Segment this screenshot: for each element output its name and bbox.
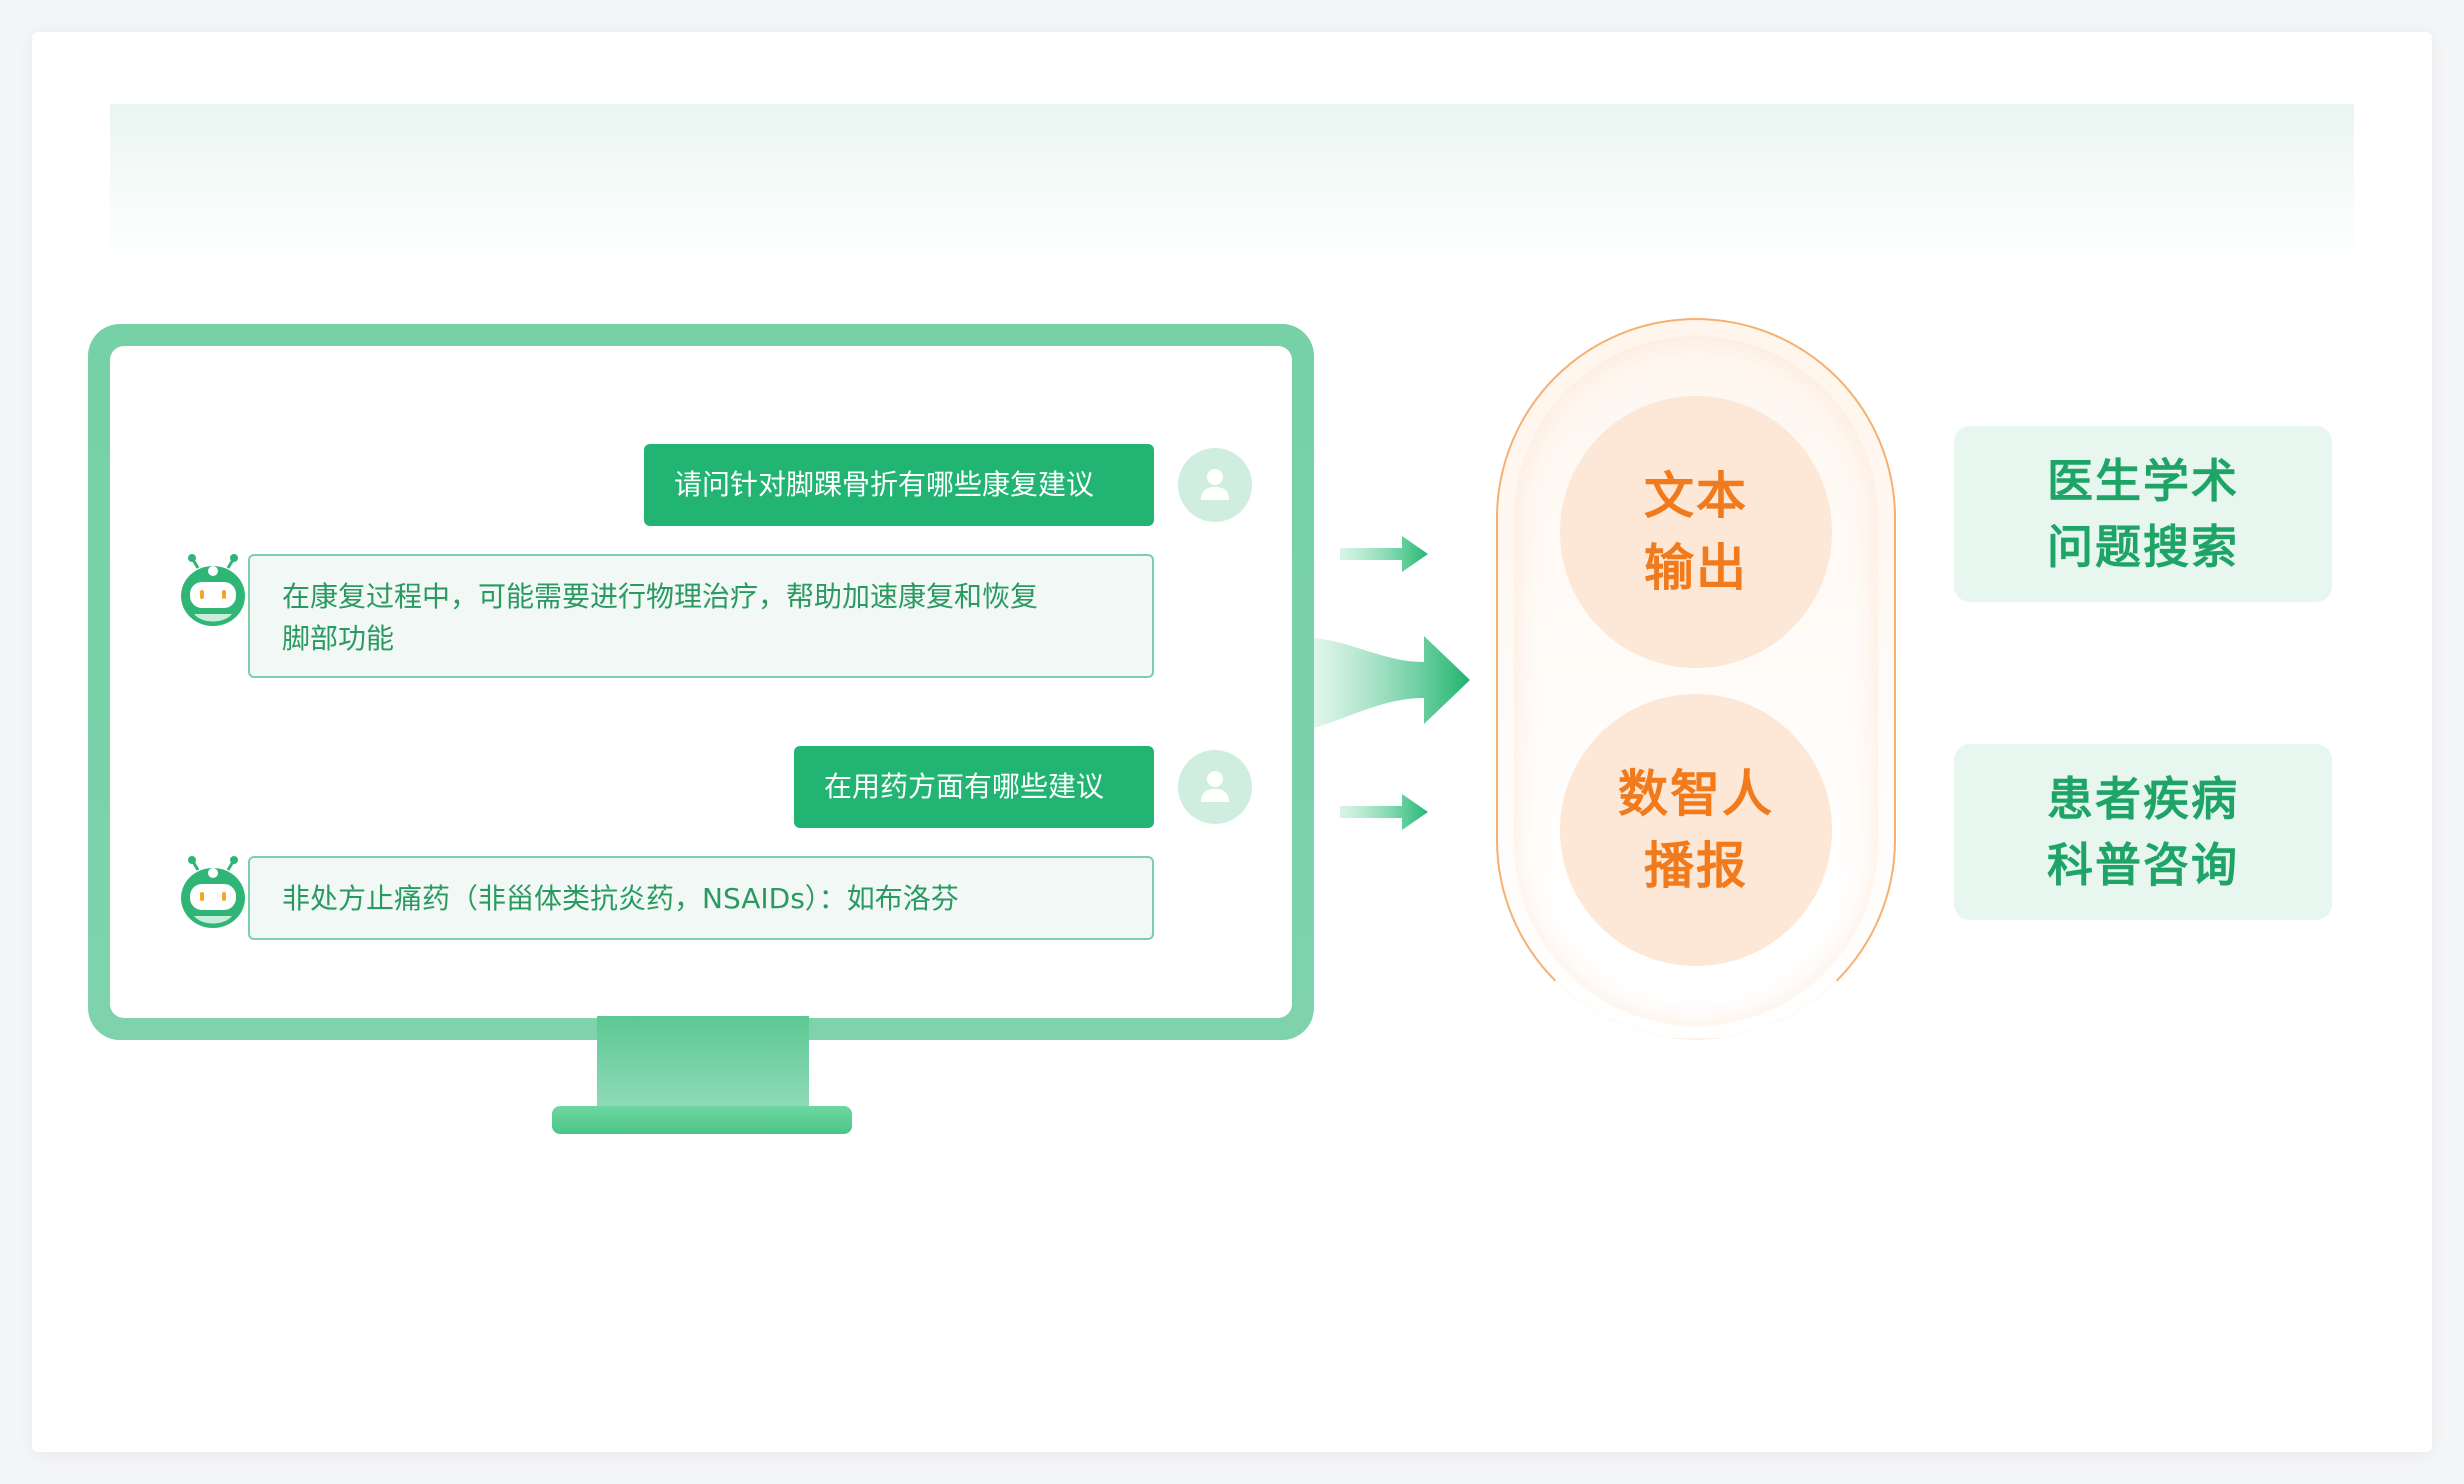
user-message-bubble: 在用药方面有哪些建议 — [794, 746, 1154, 828]
arrow-right-icon — [1314, 636, 1470, 728]
arrow-right-icon — [1340, 536, 1428, 572]
output-label: 文本 — [1644, 467, 1748, 525]
arrow-right-icon — [1340, 794, 1428, 830]
bot-message-bubble: 非处方止痛药（非甾体类抗炎药，NSAIDs）：如布洛芬 — [248, 856, 1154, 940]
person-icon — [1201, 469, 1229, 500]
bot-message-line: 脚部功能 — [282, 622, 395, 655]
feature-label: 问题搜索 — [2047, 520, 2239, 574]
feature-label: 科普咨询 — [2047, 838, 2239, 892]
output-label: 播报 — [1644, 837, 1748, 895]
robot-avatar-icon — [181, 856, 245, 928]
monitor-frame: 请问针对脚踝骨折有哪些康复建议 在康复过程中，可能需要进行物理治疗，帮助加速康复… — [88, 324, 1314, 1040]
bot-message-line: 在康复过程中，可能需要进行物理治疗，帮助加速康复和恢复 — [282, 580, 1039, 613]
feature-card-patient: 患者疾病 科普咨询 — [1954, 744, 2332, 920]
robot-avatar-icon — [181, 554, 245, 626]
bot-message-bubble: 在康复过程中，可能需要进行物理治疗，帮助加速康复和恢复 脚部功能 — [248, 554, 1154, 678]
text-output-circle: 文本 输出 — [1560, 396, 1832, 668]
digital-human-circle: 数智人 播报 — [1560, 694, 1832, 966]
output-label: 数智人 — [1618, 765, 1774, 823]
output-label: 输出 — [1644, 539, 1748, 597]
bot-message-line: 非处方止痛药（非甾体类抗炎药，NSAIDs）：如布洛芬 — [282, 882, 959, 915]
chat-screen: 请问针对脚踝骨折有哪些康复建议 在康复过程中，可能需要进行物理治疗，帮助加速康复… — [110, 346, 1292, 1018]
feature-card-doctor: 医生学术 问题搜索 — [1954, 426, 2332, 602]
feature-label: 医生学术 — [2047, 454, 2239, 508]
person-icon — [1201, 771, 1229, 802]
monitor-stand-neck — [597, 1016, 809, 1106]
feature-label: 患者疾病 — [2047, 772, 2239, 826]
user-message-bubble: 请问针对脚踝骨折有哪些康复建议 — [644, 444, 1154, 526]
user-avatar-icon — [1178, 448, 1252, 522]
user-avatar-icon — [1178, 750, 1252, 824]
header-band — [110, 104, 2354, 266]
monitor-stand-base — [552, 1106, 852, 1134]
